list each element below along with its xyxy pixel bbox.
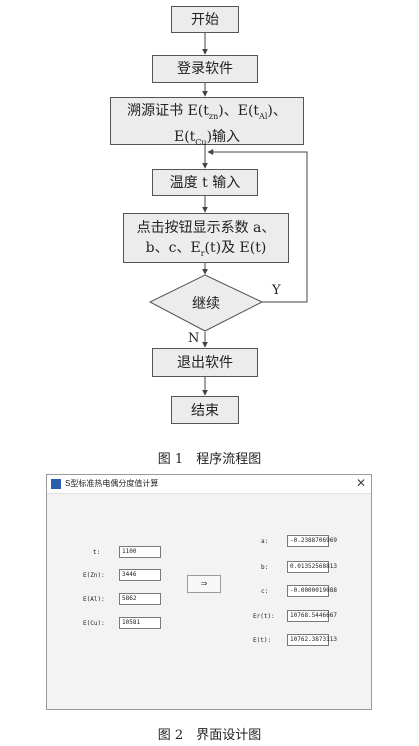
output-er-field[interactable]: 10768.5446667 bbox=[287, 610, 337, 622]
window-title: S型标准热电偶分度值计算 bbox=[65, 479, 159, 488]
output-label-b: b: bbox=[261, 564, 269, 571]
decision-diamond bbox=[148, 274, 264, 332]
yes-label: Y bbox=[272, 283, 281, 298]
certificate-line-2: E(tCu)输入 bbox=[173, 128, 241, 147]
input-cu-field[interactable]: 10581 bbox=[119, 617, 161, 629]
input-label-zn: E(Zn): bbox=[83, 572, 105, 579]
input-t-field[interactable]: 1100 bbox=[119, 546, 161, 558]
close-icon[interactable]: ✕ bbox=[355, 476, 366, 490]
input-label-al: E(Al): bbox=[83, 596, 105, 603]
app-window: S型标准热电偶分度值计算 ✕ t: 1100 E(Zn): 3446 E(Al)… bbox=[46, 474, 372, 710]
output-label-e: E(t): bbox=[253, 637, 272, 644]
output-a-field[interactable]: -0.2388706969 bbox=[287, 535, 337, 547]
start-label: 开始 bbox=[191, 12, 219, 28]
output-e-field[interactable]: 10762.3873113 bbox=[287, 634, 337, 646]
login-label: 登录软件 bbox=[177, 61, 233, 77]
title-bar: S型标准热电偶分度值计算 ✕ bbox=[47, 475, 371, 494]
display-line-2: b、c、Er(t)及 E(t) bbox=[145, 240, 267, 258]
input-label-cu: E(Cu): bbox=[83, 620, 105, 627]
display-coefficients-box: 点击按钮显示系数 a、 b、c、Er(t)及 E(t) bbox=[123, 213, 289, 263]
calculate-button[interactable]: ⇒ bbox=[187, 575, 221, 593]
output-label-er: Er(t): bbox=[253, 613, 275, 620]
display-line-1: 点击按钮显示系数 a、 bbox=[136, 220, 276, 236]
input-zn-field[interactable]: 3446 bbox=[119, 569, 161, 581]
exit-box: 退出软件 bbox=[152, 348, 258, 377]
input-al-field[interactable]: 5862 bbox=[119, 593, 161, 605]
exit-label: 退出软件 bbox=[177, 355, 233, 371]
figure-2-caption: 图 2 界面设计图 bbox=[157, 728, 262, 743]
output-label-c: c: bbox=[261, 588, 269, 595]
temperature-input-box: 温度 t 输入 bbox=[152, 169, 258, 196]
output-b-field[interactable]: 0.01352568813 bbox=[287, 561, 337, 573]
flowchart-connectors bbox=[148, 32, 308, 396]
figure-1-caption: 图 1 程序流程图 bbox=[157, 452, 262, 467]
app-icon bbox=[51, 479, 61, 489]
no-label: N bbox=[188, 331, 200, 346]
output-c-field[interactable]: -0.0000019088 bbox=[287, 585, 337, 597]
output-label-a: a: bbox=[261, 538, 269, 545]
start-box: 开始 bbox=[171, 6, 239, 33]
login-box: 登录软件 bbox=[152, 55, 258, 83]
decision-label: 继续 bbox=[192, 296, 220, 312]
input-label-t: t: bbox=[93, 549, 101, 556]
end-box: 结束 bbox=[171, 396, 239, 424]
certificate-line-1: 溯源证书 E(tzn)、E(tAl)、 bbox=[127, 103, 287, 121]
certificate-input-box: 溯源证书 E(tzn)、E(tAl)、 E(tCu)输入 bbox=[110, 97, 304, 147]
end-label: 结束 bbox=[191, 403, 219, 419]
temperature-input-label: 温度 t 输入 bbox=[169, 175, 241, 191]
